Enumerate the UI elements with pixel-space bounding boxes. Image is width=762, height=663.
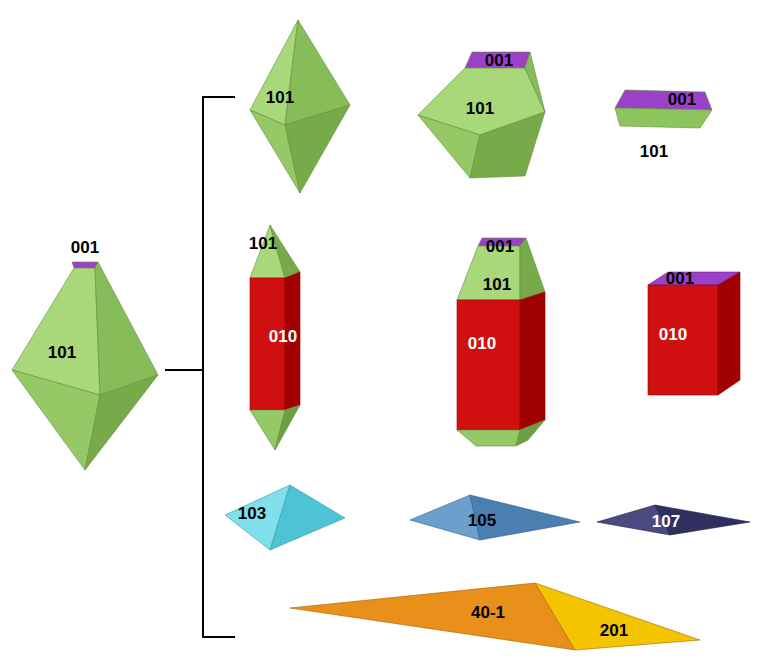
face-index: 001 xyxy=(668,91,696,108)
face-index: 103 xyxy=(238,505,266,522)
crystal-truncated xyxy=(418,52,545,178)
bracket xyxy=(165,97,235,637)
face-index: 101 xyxy=(466,100,494,117)
face-index: 101 xyxy=(48,344,76,361)
face-index: 001 xyxy=(71,239,99,256)
face-index: 101 xyxy=(266,89,294,106)
crystal-bipyramid-105 xyxy=(410,495,580,540)
face-index: 101 xyxy=(483,276,511,293)
face-index: 001 xyxy=(485,52,513,69)
face-index: 201 xyxy=(600,622,628,639)
face-index: 001 xyxy=(486,238,514,255)
face-index: 010 xyxy=(659,326,687,343)
crystal-wedge xyxy=(290,583,700,650)
crystal-octahedron xyxy=(250,20,350,193)
crystal-elongated xyxy=(250,225,300,450)
face-index: 101 xyxy=(249,235,277,252)
face-index: 107 xyxy=(652,513,680,530)
face-index: 010 xyxy=(468,335,496,352)
face-index: 40-1 xyxy=(471,604,505,621)
face-index: 010 xyxy=(269,328,297,345)
face-index: 101 xyxy=(640,143,668,160)
crystal-bipyramid-107 xyxy=(597,505,750,535)
face-index: 105 xyxy=(468,512,496,529)
crystal-plate xyxy=(615,90,712,128)
crystal-main xyxy=(12,262,158,470)
face-index: 001 xyxy=(666,270,694,287)
crystal-bipyramid-103 xyxy=(225,485,345,550)
crystal-cube xyxy=(648,272,740,395)
crystal-prism-truncated xyxy=(457,238,545,446)
